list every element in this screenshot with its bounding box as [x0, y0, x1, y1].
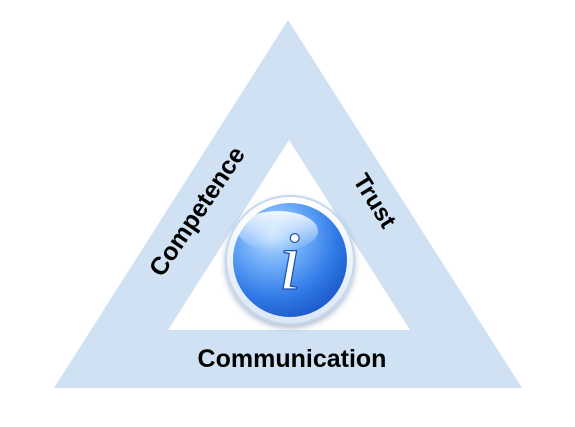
info-glyph: i	[278, 215, 301, 308]
label-communication: Communication	[198, 345, 387, 373]
info-icon: i	[225, 195, 355, 325]
